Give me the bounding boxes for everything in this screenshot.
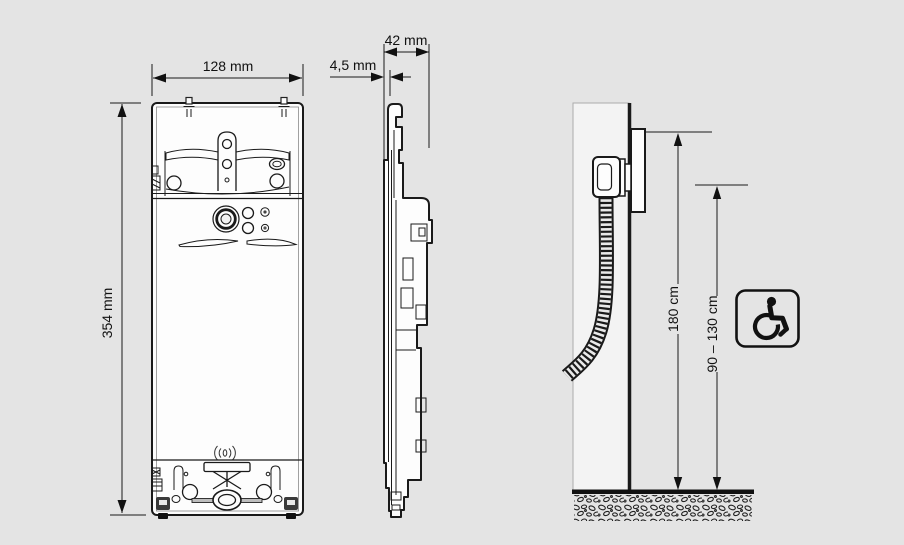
front-housing — [151, 96, 304, 519]
cable-gland — [212, 489, 242, 511]
foot-right — [284, 497, 298, 519]
operating-height-label: 90 – 130 cm — [704, 295, 720, 372]
mounting-clip-left — [183, 96, 195, 117]
screw-hole-left — [166, 175, 182, 191]
mounting-frame-section — [151, 131, 303, 200]
mounted-device — [630, 128, 646, 213]
conduit — [561, 196, 614, 382]
mounting-clip-right — [278, 96, 290, 117]
camera-module — [212, 205, 270, 235]
dim-operating-height: 90 – 130 cm — [695, 184, 748, 490]
overall-height-label: 180 cm — [665, 286, 681, 332]
center-tab — [217, 131, 237, 191]
side-frame-label: 4,5 mm — [330, 57, 377, 73]
contactless-reader-icon — [214, 445, 236, 461]
side-profile — [383, 103, 433, 518]
foot-left — [156, 497, 170, 519]
dim-depth-side: 42 mm — [383, 32, 430, 160]
side-view: 42 mm 4,5 mm — [330, 32, 433, 518]
dim-frame-side: 4,5 mm — [330, 57, 411, 96]
dim-height-front: 354 mm — [99, 102, 146, 516]
front-width-label: 128 mm — [203, 58, 254, 74]
status-led-bottom — [260, 223, 270, 233]
installation-view: 180 cm 90 – 130 cm — [561, 102, 800, 521]
conduit-fitting — [592, 156, 632, 198]
side-depth-label: 42 mm — [385, 32, 428, 48]
ground-gravel — [574, 495, 752, 521]
speaker-slots — [178, 238, 298, 248]
screw-hole-right — [269, 173, 285, 189]
dim-width-front: 128 mm — [151, 58, 304, 96]
call-button-top — [241, 206, 255, 220]
call-button-bottom — [241, 221, 255, 235]
bottom-screw-right — [255, 483, 273, 501]
bottom-section — [151, 459, 303, 519]
ground-line — [572, 489, 754, 494]
status-led-top — [260, 207, 270, 217]
front-view: 128 mm 354 mm — [99, 58, 304, 519]
wheelchair-accessibility-icon — [735, 289, 800, 348]
front-height-label: 354 mm — [99, 288, 115, 339]
dim-overall-height: 180 cm — [646, 131, 712, 490]
bottom-screw-left — [181, 483, 199, 501]
